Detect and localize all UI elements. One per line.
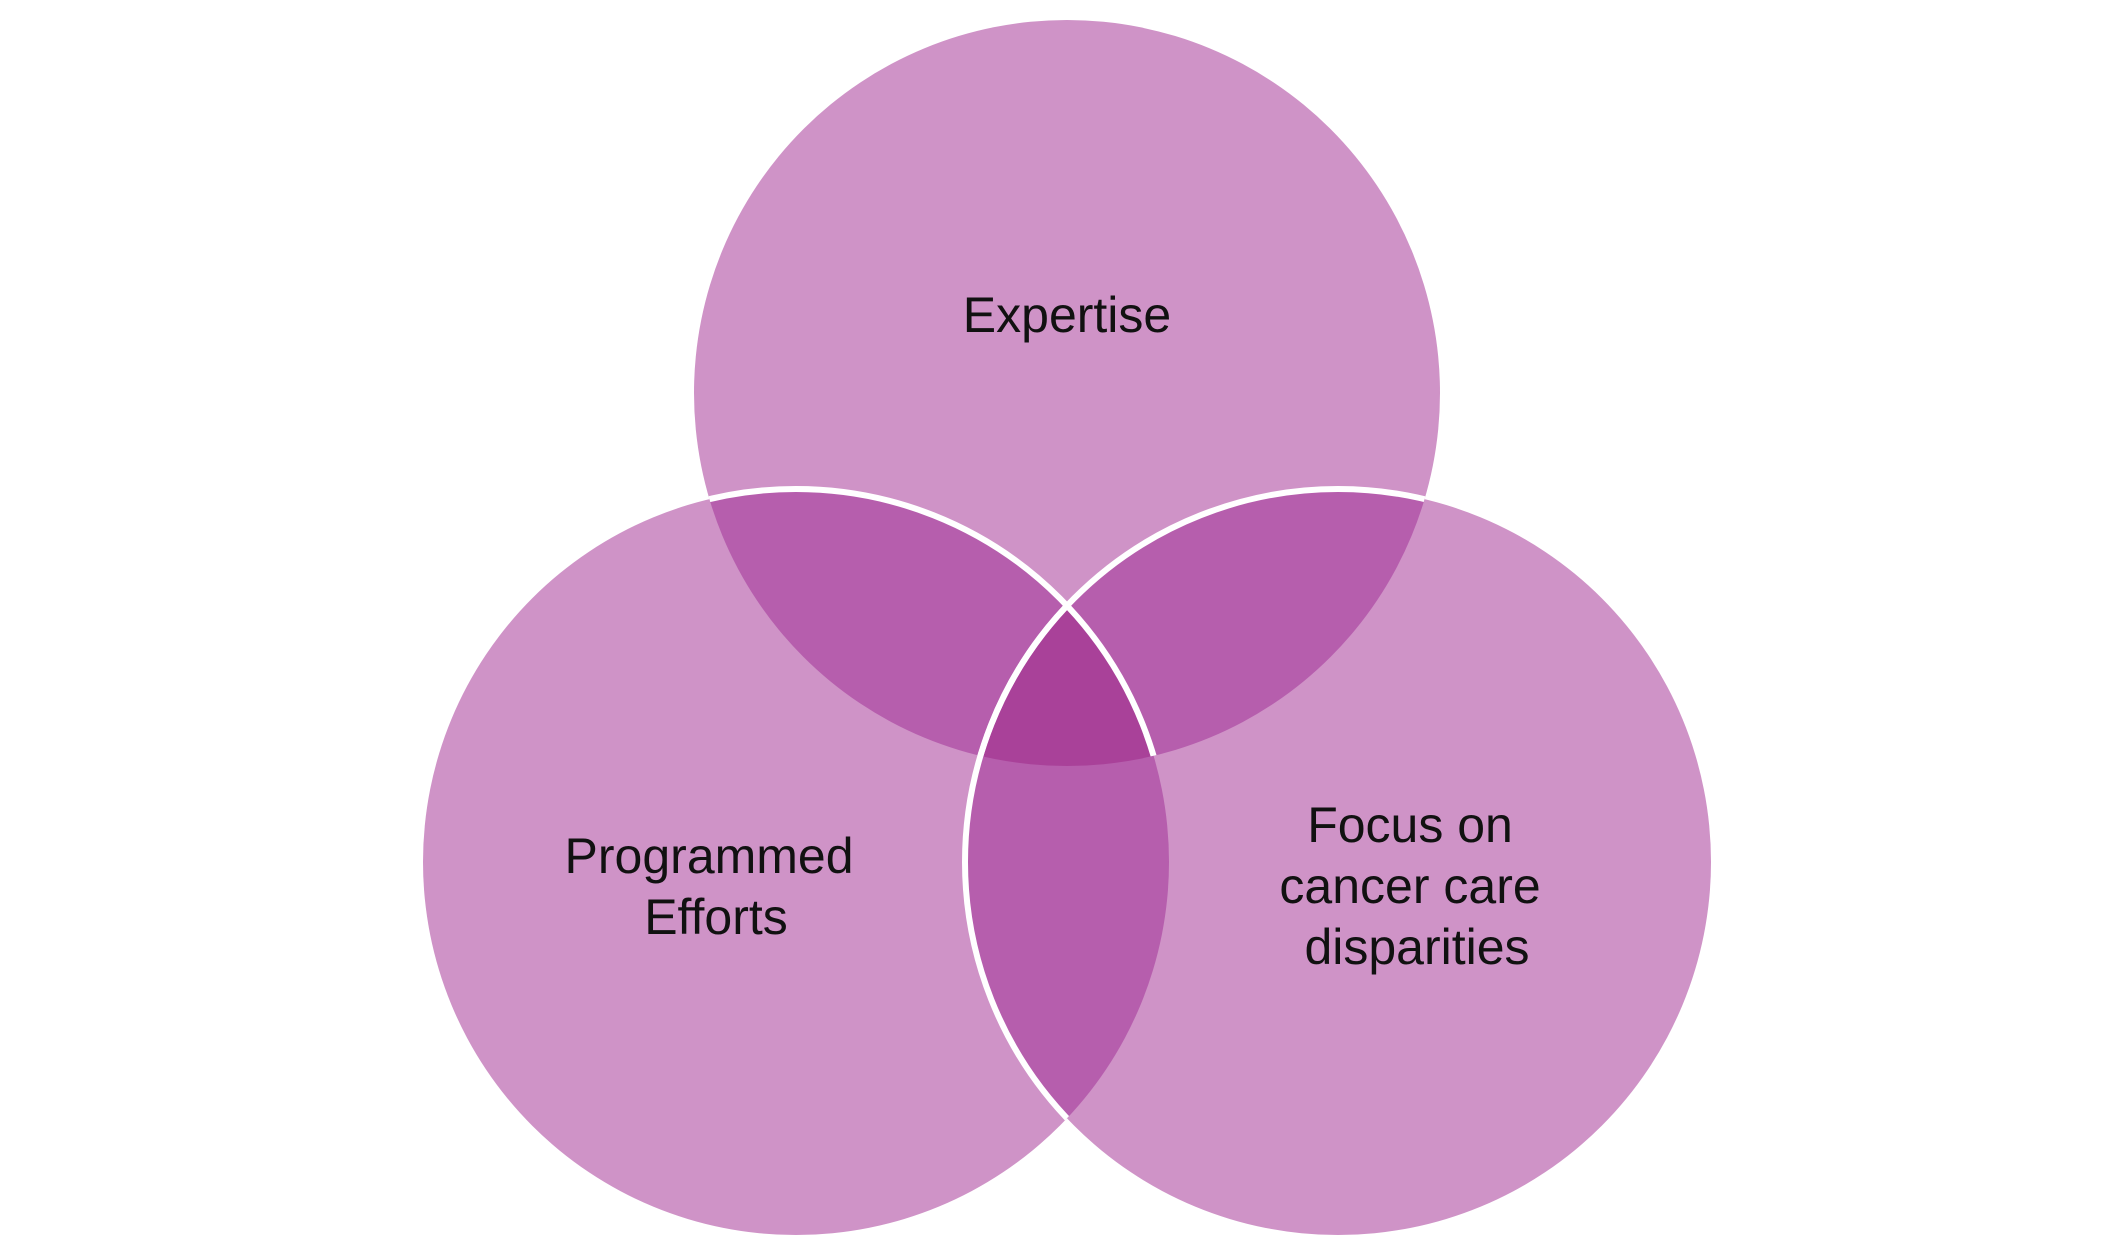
label-focus-line-3: disparities [1304, 919, 1529, 975]
label-expertise-line: Expertise [963, 287, 1171, 343]
overlap-top-left [694, 489, 1169, 766]
label-focus-line-2: cancer care [1279, 858, 1540, 914]
venn-outlines [694, 486, 1440, 1235]
label-programmed-line-2: Efforts [644, 889, 788, 945]
overlap-top-right [965, 489, 1440, 766]
label-programmed-efforts: Programmed Efforts [565, 828, 868, 945]
label-focus-line-1: Focus on [1307, 797, 1513, 853]
label-focus-disparities: Focus on cancer care disparities [1279, 797, 1554, 975]
label-programmed-line-1: Programmed [565, 828, 854, 884]
label-expertise: Expertise [963, 287, 1171, 343]
outline-left-arc [694, 486, 1172, 766]
outline-right-inner-arc [962, 489, 1169, 1235]
outline-right-arc [962, 486, 1440, 766]
